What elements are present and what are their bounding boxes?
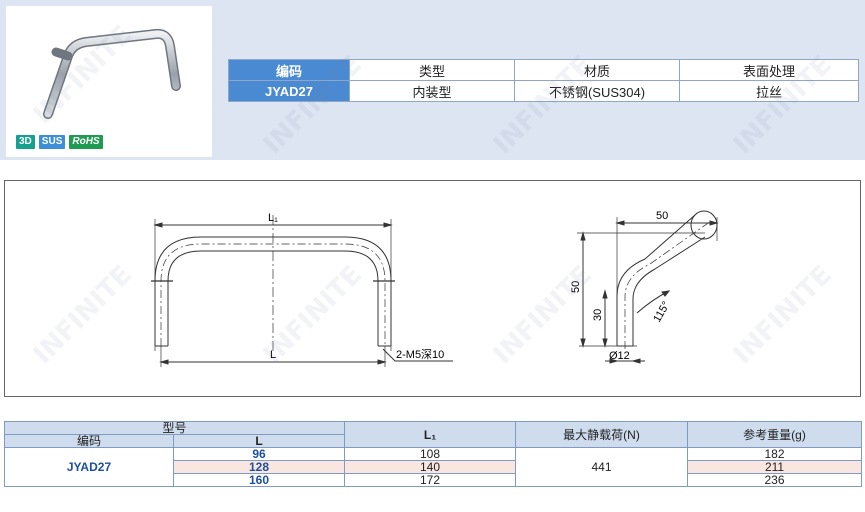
label-diameter: Ø12 [609,350,630,362]
arrow-height-top [580,231,586,241]
arrow-l-right [377,359,387,365]
spec-finish-value: 拉丝 [679,80,859,102]
dims-header-row-2: 编码 L [4,434,862,448]
spec-header-code: 编码 [228,59,350,81]
spec-code-value[interactable]: JYAD27 [228,80,350,102]
header-code: 编码 [4,434,174,448]
arrow-dia-right [631,358,641,364]
model-code-cell[interactable]: JYAD27 [4,447,174,487]
rod-outer-edge [616,214,696,346]
table-row: JYAD27 96 108 441 182 [4,447,863,487]
table-row: 160 172 236 [5,473,863,487]
spec-material-value: 不锈钢(SUS304) [514,80,680,102]
l1-value-cell: 108 [344,447,517,461]
arrow-l-left [159,359,169,365]
dimensions-table: 型号 L₁ 最大静载荷(N) 参考重量(g) 编码 L JYAD27 96 10… [3,421,863,487]
l1-value-cell: 140 [344,460,517,474]
rod-centerline [624,220,712,349]
spec-type-value: 内装型 [349,80,515,102]
weight-value-cell: 236 [687,473,863,487]
technical-drawing: L₁ L 2-M5深10 [4,180,861,397]
badge-3d[interactable]: 3D [16,135,35,149]
l1-value-cell: 172 [344,473,517,487]
drawing-canvas: L₁ L 2-M5深10 [151,210,719,367]
header-l1: L₁ [344,421,517,448]
badge-rohs: RoHS [69,135,103,149]
arrow-height-bottom [580,338,586,348]
label-height-50: 50 [570,281,582,293]
spec-value-row: JYAD27 内装型 不锈钢(SUS304) 拉丝 [228,80,859,102]
handle-photo-illustration [43,28,181,119]
weight-value-cell: 182 [687,447,863,461]
label-angle: 115° [651,300,672,325]
label-straight-30: 30 [592,309,604,321]
arrow-l1-left [153,222,163,228]
spec-header-type: 类型 [349,59,515,81]
rod-end-section [690,210,718,240]
label-l: L [270,349,276,361]
max-load-cell: 441 [515,447,689,487]
arrow-width-right [709,220,719,226]
label-width-50: 50 [656,210,668,222]
l-value-cell[interactable]: 160 [172,473,346,487]
l-value-cell[interactable]: 96 [172,447,346,461]
side-view [577,210,719,364]
arrow-angle [661,290,671,297]
arrow-width-left [615,220,625,226]
arrow-straight-bottom [602,338,608,348]
arrow-dia-left [609,358,619,364]
product-image: 3D SUS RoHS [6,6,212,157]
front-view [151,215,453,367]
table-row: 128 140 211 [5,460,863,474]
l-value-cell[interactable]: 128 [172,460,346,474]
handle-centerline [160,243,386,346]
label-thread-note: 2-M5深10 [396,348,444,361]
header-l: L [172,434,346,448]
product-header-band: 3D SUS RoHS 编码 类型 材质 表面处理 JYAD27 内装型 不锈钢… [0,0,865,160]
spec-header-material: 材质 [514,59,680,81]
label-l1: L₁ [268,212,278,224]
arrow-straight-top [602,289,608,299]
badge-sus: SUS [38,135,66,149]
thread-leader [382,348,453,362]
spec-header-row: 编码 类型 材质 表面处理 [228,59,859,81]
weight-value-cell: 211 [687,460,863,474]
certification-badges: 3D SUS RoHS [16,135,103,149]
arrow-l1-right [383,222,393,228]
spec-table: 编码 类型 材质 表面处理 JYAD27 内装型 不锈钢(SUS304) 拉丝 [228,59,859,102]
header-model-group: 型号 [3,421,346,435]
rod-inner-edge [632,236,706,346]
spec-header-finish: 表面处理 [679,59,859,81]
header-weight: 参考重量(g) [687,421,863,448]
header-max-load: 最大静载荷(N) [515,421,689,448]
dims-header-row-1: 型号 L₁ 最大静载荷(N) 参考重量(g) [3,421,863,448]
